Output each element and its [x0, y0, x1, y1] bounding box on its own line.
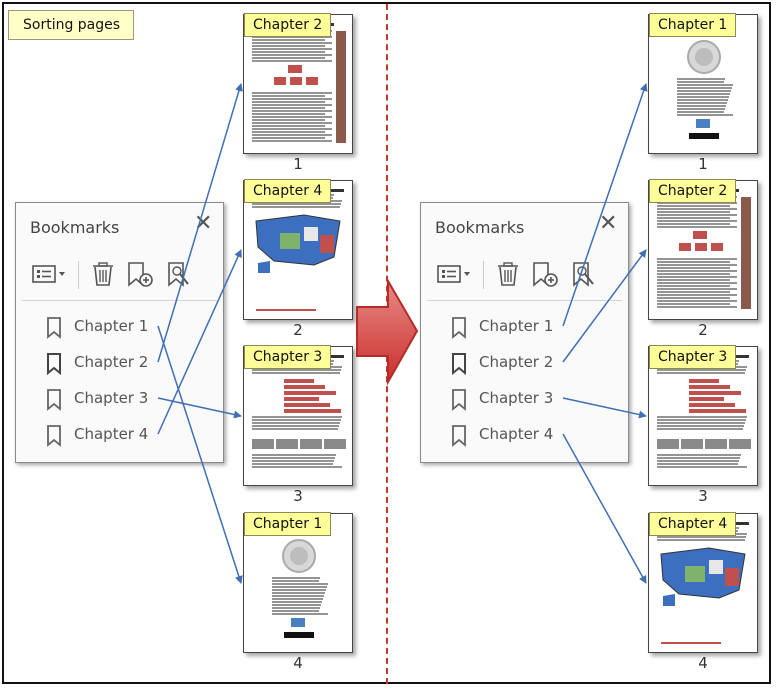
page-number: 4: [293, 654, 303, 672]
bookmark-label: Chapter 2: [479, 353, 554, 371]
map-page-preview: [655, 522, 749, 644]
chapter-chip: Chapter 4: [649, 512, 737, 536]
options-menu-icon[interactable]: [437, 261, 470, 287]
delete-icon[interactable]: [495, 261, 521, 287]
close-icon[interactable]: ✕: [194, 211, 213, 236]
chapter-chip: Chapter 3: [649, 345, 737, 369]
page-number: 1: [293, 155, 303, 173]
bookmark-label: Chapter 1: [74, 317, 149, 335]
bookmark-label: Chapter 3: [74, 389, 149, 407]
page-number: 2: [293, 321, 303, 339]
bookmark-label: Chapter 1: [479, 317, 554, 335]
toolbar-separator: [483, 261, 484, 289]
page-thumbnail[interactable]: [648, 513, 758, 653]
bookmark-icon: [47, 389, 61, 411]
new-bookmark-icon[interactable]: [531, 261, 558, 287]
bookmark-label: Chapter 4: [479, 425, 554, 443]
bookmark-icon: [452, 317, 466, 339]
chapter-chip: Chapter 1: [649, 13, 737, 37]
bookmark-icon: [452, 425, 466, 447]
find-bookmark-icon[interactable]: [166, 261, 192, 287]
new-bookmark-icon[interactable]: [126, 261, 153, 287]
seal-page-preview: [272, 539, 328, 638]
bookmark-icon: [47, 317, 61, 339]
page-number: 3: [698, 487, 708, 505]
page-thumbnail[interactable]: [243, 180, 353, 320]
close-icon[interactable]: ✕: [599, 211, 618, 236]
page-number: 4: [698, 654, 708, 672]
bookmark-label: Chapter 3: [479, 389, 554, 407]
bookmark-label: Chapter 4: [74, 425, 149, 443]
toolbar-separator: [78, 261, 79, 289]
page-number: 2: [698, 321, 708, 339]
chapter-chip: Chapter 2: [244, 13, 332, 37]
page-number: 3: [293, 487, 303, 505]
find-bookmark-icon[interactable]: [571, 261, 597, 287]
bookmark-icon: [47, 353, 61, 375]
chapter-chip: Chapter 3: [244, 345, 332, 369]
bookmark-label: Chapter 2: [74, 353, 149, 371]
page-thumbnail[interactable]: [648, 14, 758, 154]
page-thumbnail[interactable]: [243, 513, 353, 653]
bookmarks-panel-before: Bookmarks ✕ Chapter 1 Chapter 2 Chapter …: [15, 202, 224, 463]
page-thumbnail[interactable]: [648, 180, 758, 320]
chapter-chip: Chapter 2: [649, 179, 737, 203]
seal-page-preview: [677, 40, 733, 139]
panel-divider: [22, 300, 217, 301]
map-page-preview: [250, 189, 344, 311]
panel-title: Bookmarks: [435, 218, 525, 237]
chapter-chip: Chapter 1: [244, 512, 332, 536]
options-menu-icon[interactable]: [32, 261, 65, 287]
bookmark-icon: [452, 353, 466, 375]
bookmark-icon: [47, 425, 61, 447]
page-number: 1: [698, 155, 708, 173]
before-after-divider: [386, 4, 388, 684]
bookmarks-panel-after: Bookmarks ✕ Chapter 1 Chapter 2 Chapter …: [420, 202, 629, 463]
delete-icon[interactable]: [90, 261, 116, 287]
chapter-chip: Chapter 4: [244, 179, 332, 203]
page-thumbnail[interactable]: [243, 14, 353, 154]
panel-divider: [427, 300, 622, 301]
figure-title: Sorting pages: [8, 10, 134, 40]
bookmark-icon: [452, 389, 466, 411]
panel-title: Bookmarks: [30, 218, 120, 237]
bars-page-preview: [250, 355, 346, 468]
